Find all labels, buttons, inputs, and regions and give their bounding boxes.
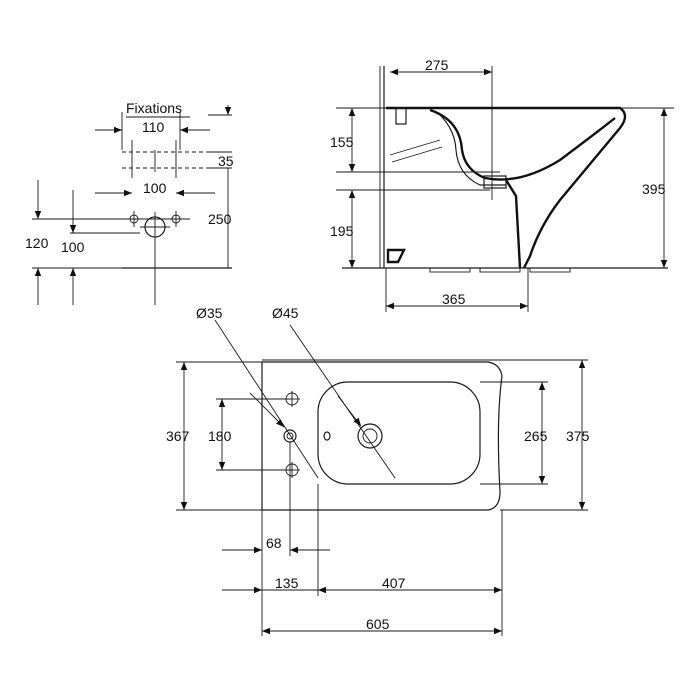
waste-drain bbox=[357, 423, 383, 449]
floor-pad-1 bbox=[429, 267, 471, 273]
bidet-inner-line bbox=[439, 114, 506, 186]
waste-outlet bbox=[483, 175, 507, 189]
dim-100-left: 100 bbox=[61, 239, 85, 255]
dim-375: 375 bbox=[566, 428, 590, 444]
dim-120: 120 bbox=[25, 235, 49, 251]
top-fixing-bracket bbox=[395, 107, 407, 125]
waste-drain-inner bbox=[362, 428, 378, 444]
tap-hole-inner bbox=[286, 432, 294, 440]
bottom-fixing-bracket bbox=[386, 248, 406, 264]
dim-135: 135 bbox=[275, 575, 299, 591]
dim-100-top: 100 bbox=[143, 180, 167, 196]
fixing-view: Fixations 110 35 100 bbox=[25, 100, 234, 305]
dim-395: 395 bbox=[642, 181, 666, 197]
dim-35: 35 bbox=[218, 153, 234, 169]
dim-155: 155 bbox=[330, 134, 354, 150]
dim-367: 367 bbox=[166, 428, 190, 444]
dim-68: 68 bbox=[266, 535, 282, 551]
dim-265: 265 bbox=[524, 428, 548, 444]
floor-pad-2 bbox=[479, 267, 521, 273]
dia-45-arrow bbox=[337, 395, 362, 427]
supply-pipe-2 bbox=[391, 146, 443, 163]
inner-bowl bbox=[317, 381, 481, 485]
top-view: Ø35 Ø45 367 180 265 375 68 bbox=[166, 305, 590, 636]
dim-110: 110 bbox=[142, 119, 165, 135]
bidet-pedestal-front bbox=[504, 179, 522, 269]
tap-hole bbox=[283, 429, 297, 443]
dim-195: 195 bbox=[330, 223, 354, 239]
overflow-hole bbox=[323, 431, 331, 441]
dim-365: 365 bbox=[442, 291, 466, 307]
dia-35: Ø35 bbox=[196, 305, 223, 321]
dim-250: 250 bbox=[208, 211, 232, 227]
dim-180: 180 bbox=[208, 428, 232, 444]
dim-407: 407 bbox=[382, 575, 406, 591]
bidet-outer-profile bbox=[386, 106, 627, 269]
dia-45: Ø45 bbox=[272, 305, 299, 321]
supply-pipe-1 bbox=[389, 139, 441, 156]
dia-35-arrow bbox=[249, 392, 285, 428]
dim-275: 275 bbox=[425, 57, 449, 73]
dim-605: 605 bbox=[366, 616, 390, 632]
floor-pad-3 bbox=[529, 267, 571, 273]
fixations-label: Fixations bbox=[126, 100, 182, 116]
bidet-top-outline bbox=[261, 361, 503, 511]
bidet-bowl-profile bbox=[429, 108, 616, 181]
side-view: 275 155 195 395 365 bbox=[330, 57, 674, 312]
